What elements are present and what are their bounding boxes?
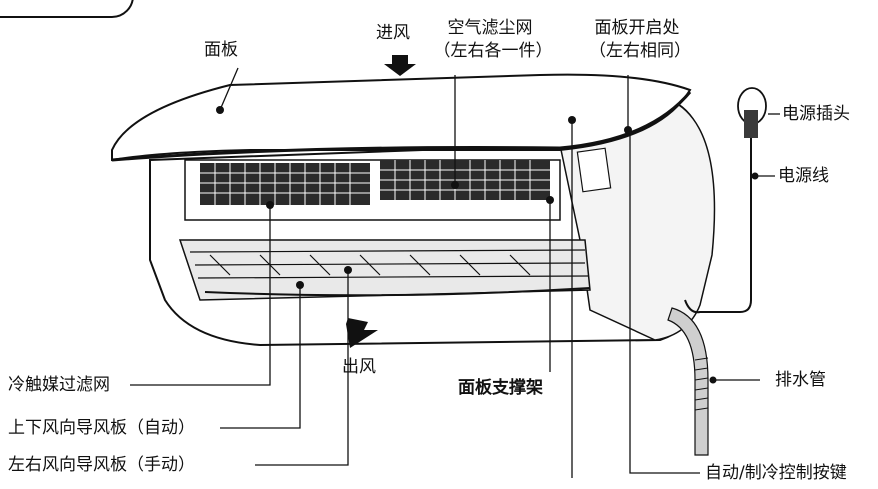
panel-edge <box>111 91 692 162</box>
front-panel <box>111 73 692 162</box>
right-filter-mesh <box>380 160 550 200</box>
left-filter-mesh <box>200 163 370 205</box>
label-panel-support: 面板支撑架 <box>458 378 543 398</box>
label-panel-open-2: （左右相同） <box>589 41 691 61</box>
label-vertical-louver: 上下风向导风板（自动） <box>8 418 195 438</box>
label-power-plug: 电源插头 <box>782 104 850 124</box>
label-air-filter-2: （左右各一件） <box>433 41 553 61</box>
label-drain-pipe: 排水管 <box>775 370 826 390</box>
control-window <box>576 147 612 193</box>
louver-blades <box>189 249 589 279</box>
label-panel: 面板 <box>204 40 238 60</box>
leader-dots <box>216 106 759 384</box>
leader-lines <box>130 67 780 478</box>
label-horizontal-louver: 左右风向导风板（手动） <box>8 455 195 475</box>
air-outlet <box>178 239 591 301</box>
power-plug-drawing <box>737 87 767 138</box>
drain-pipe-drawing <box>667 307 709 456</box>
air-out-arrow <box>346 318 378 348</box>
label-air-in: 进风 <box>376 23 410 43</box>
label-auto-cool-button: 自动/制冷控制按键 <box>705 463 847 483</box>
label-air-filter-1: 空气滤尘网 <box>447 18 533 38</box>
label-power-cord: 电源线 <box>778 166 829 186</box>
label-cold-catalyst-filter: 冷触媒过滤网 <box>8 375 110 395</box>
air-in-arrow <box>384 55 416 76</box>
label-air-out: 出风 <box>342 357 376 377</box>
outlet-lip <box>204 287 591 297</box>
power-cord-line <box>684 138 752 314</box>
label-panel-open-1: 面板开启处 <box>594 18 680 38</box>
